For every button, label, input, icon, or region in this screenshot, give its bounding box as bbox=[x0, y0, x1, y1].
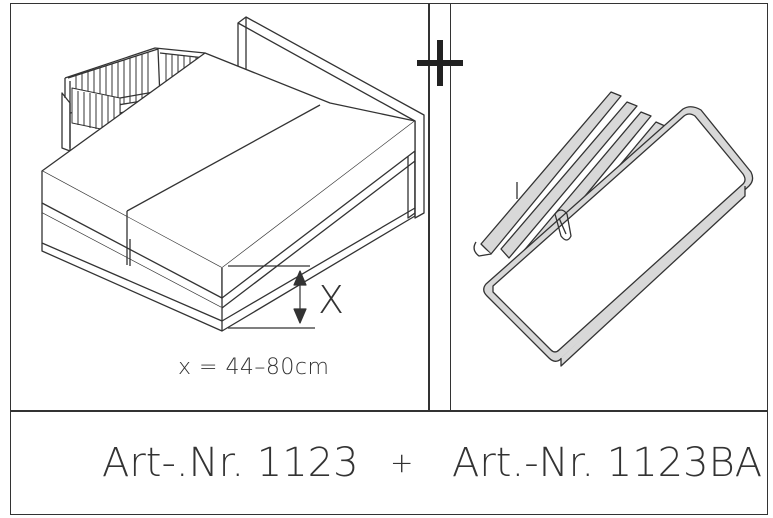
mattress-drawing bbox=[41, 52, 416, 332]
plus-icon bbox=[417, 40, 463, 86]
panel-divider-vertical bbox=[428, 3, 430, 411]
adapter-illustration-panel bbox=[450, 3, 768, 411]
dimension-range-text: x = 44–80cm bbox=[178, 355, 330, 380]
height-dimension bbox=[228, 265, 315, 329]
dimension-symbol: X bbox=[318, 278, 345, 322]
bed-illustration-panel bbox=[10, 3, 430, 411]
article-number-bed: Art-.Nr. 1123 bbox=[102, 440, 359, 486]
outer-frame bbox=[10, 3, 768, 515]
adapter-frame-drawing bbox=[483, 106, 754, 367]
article-plus: + bbox=[390, 446, 414, 479]
panel-divider-horizontal bbox=[10, 410, 768, 412]
article-number-adapter: Art.-Nr. 1123BA bbox=[452, 440, 763, 486]
bed-with-crib-illustration bbox=[41, 16, 425, 332]
article-caption: Art-.Nr. 1123 + Art.-Nr. 1123BA bbox=[10, 440, 768, 500]
bed-adapter-illustration bbox=[473, 91, 754, 367]
buckle-drawing bbox=[554, 209, 572, 241]
